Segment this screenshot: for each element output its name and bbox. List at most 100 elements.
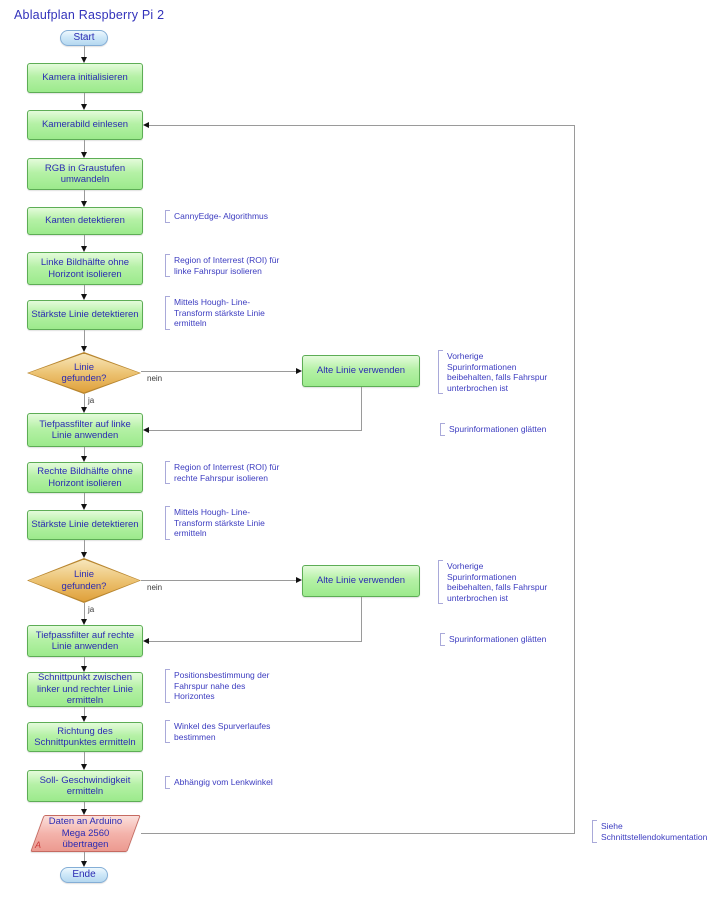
arrowhead-down-icon (81, 294, 87, 300)
annotation-smooth-1-text: Spurinformationen glätten (449, 424, 547, 434)
process-right-half: Rechte Bildhälfte ohne Horizont isoliere… (27, 462, 143, 493)
process-old-line-2-label: Alte Linie verwenden (316, 575, 406, 587)
edge-oldline2-back (149, 641, 362, 642)
annotation-bracket-icon (165, 210, 170, 223)
annotation-bracket-icon (440, 423, 445, 436)
edge-lowpassright-intersection (84, 657, 85, 666)
edge-lefthalf-strongest1 (84, 285, 85, 294)
page-title: Ablaufplan Raspberry Pi 2 (14, 8, 165, 22)
arrowhead-down-icon (81, 57, 87, 63)
annotation-bracket-icon (165, 776, 170, 789)
annotation-speed: Abhängig vom Lenkwinkel (165, 776, 273, 789)
edge-oldline1-down (361, 387, 362, 430)
annotation-bracket-icon (165, 506, 170, 540)
io-arduino-transfer-label: Daten an Arduino Mega 2560 übertragen (48, 816, 123, 851)
process-read-image-label: Kamerabild einlesen (41, 119, 129, 131)
arrowhead-down-icon (81, 504, 87, 510)
decision-line-found-1-label: Linie gefunden? (61, 361, 107, 385)
process-rgb-gray: RGB in Graustufen umwandeln (27, 158, 143, 190)
terminal-start: Start (60, 30, 108, 46)
annotation-hough-1-text: Mittels Hough- Line- Transform stärkste … (174, 297, 265, 328)
terminal-start-label: Start (73, 32, 95, 44)
edge-strongest1-decision1 (84, 330, 85, 346)
annotation-bracket-icon (165, 720, 170, 743)
process-camera-init: Kamera initialisieren (27, 63, 143, 93)
edge-label-ja-2: ja (88, 605, 95, 614)
arrowhead-down-icon (81, 201, 87, 207)
io-arduino-transfer: Daten an Arduino Mega 2560 übertragen A (28, 815, 143, 852)
arrowhead-down-icon (81, 666, 87, 672)
process-old-line-1: Alte Linie verwenden (302, 355, 420, 387)
process-edge-detect-label: Kanten detektieren (45, 215, 125, 227)
edge-read-rgb (84, 140, 85, 152)
annotation-keep-old-1: Vorherige Spurinformationen beibehalten,… (438, 350, 547, 394)
arrowhead-down-icon (81, 407, 87, 413)
process-edge-detect: Kanten detektieren (27, 207, 143, 235)
edge-loop-top (149, 125, 575, 126)
annotation-bracket-icon (440, 633, 445, 646)
process-old-line-2: Alte Linie verwenden (302, 565, 420, 597)
process-lowpass-left: Tiefpassfilter auf linke Linie anwenden (27, 413, 143, 447)
edge-speed-arduino (84, 802, 85, 809)
process-old-line-1-label: Alte Linie verwenden (316, 365, 406, 377)
arrowhead-down-icon (81, 809, 87, 815)
edge-arduino-end (84, 852, 85, 861)
annotation-roi-right-text: Region of Interrest (ROI) für rechte Fah… (174, 462, 280, 483)
process-camera-init-label: Kamera initialisieren (42, 72, 128, 84)
io-arduino-marker: A (35, 840, 42, 850)
arrowhead-down-icon (81, 619, 87, 625)
process-direction: Richtung des Schnittpunktes ermitteln (27, 722, 143, 752)
edge-label-ja-1: ja (88, 396, 95, 405)
edge-intersection-direction (84, 707, 85, 716)
annotation-bracket-icon (438, 560, 443, 604)
terminal-end-label: Ende (72, 869, 96, 881)
annotation-angle: Winkel des Spurverlaufes bestimmen (165, 720, 270, 743)
annotation-bracket-icon (165, 254, 170, 277)
annotation-speed-text: Abhängig vom Lenkwinkel (174, 777, 273, 787)
edge-rgb-edgedetect (84, 190, 85, 201)
arrowhead-right-icon (296, 368, 302, 374)
edge-nein-2 (141, 580, 296, 581)
annotation-bracket-icon (165, 461, 170, 484)
arrowhead-left-icon (143, 638, 149, 644)
annotation-keep-old-2-text: Vorherige Spurinformationen beibehalten,… (447, 561, 548, 603)
process-lowpass-right: Tiefpassfilter auf rechte Linie anwenden (27, 625, 143, 657)
arrowhead-down-icon (81, 861, 87, 867)
annotation-keep-old-2: Vorherige Spurinformationen beibehalten,… (438, 560, 547, 604)
edge-decision2-lowpassright (84, 603, 85, 619)
process-target-speed-label: Soll- Geschwindigkeit ermitteln (39, 774, 131, 798)
edge-direction-speed (84, 752, 85, 764)
annotation-canny: CannyEdge- Algorithmus (165, 210, 268, 223)
arrowhead-left-icon (143, 427, 149, 433)
annotation-bracket-icon (165, 296, 170, 330)
decision-line-found-2-label: Linie gefunden? (61, 569, 107, 592)
arrowhead-right-icon (296, 577, 302, 583)
annotation-roi-right: Region of Interrest (ROI) für rechte Fah… (165, 461, 279, 484)
annotation-interface: Siehe Schnittstellendokumentation (592, 820, 707, 843)
annotation-position-text: Positionsbestimmung der Fahrspur nahe de… (174, 670, 270, 701)
process-intersection-label: Schnittpunkt zwischen linker und rechter… (36, 672, 134, 707)
process-strongest-line-2: Stärkste Linie detektieren (27, 510, 143, 540)
annotation-bracket-icon (165, 669, 170, 703)
annotation-hough-1: Mittels Hough- Line- Transform stärkste … (165, 296, 265, 330)
decision-line-found-2: Linie gefunden? (27, 558, 141, 603)
annotation-smooth-2-text: Spurinformationen glätten (449, 634, 547, 644)
edge-oldline2-down (361, 597, 362, 641)
annotation-position: Positionsbestimmung der Fahrspur nahe de… (165, 669, 269, 703)
process-lowpass-right-label: Tiefpassfilter auf rechte Linie anwenden (35, 629, 135, 653)
process-right-half-label: Rechte Bildhälfte ohne Horizont isoliere… (37, 466, 133, 489)
annotation-canny-text: CannyEdge- Algorithmus (174, 211, 269, 221)
process-lowpass-left-label: Tiefpassfilter auf linke Linie anwenden (39, 418, 131, 442)
process-left-half-label: Linke Bildhälfte ohne Horizont isolieren (40, 257, 130, 280)
arrowhead-down-icon (81, 152, 87, 158)
edge-righthalf-strongest2 (84, 493, 85, 504)
arrowhead-down-icon (81, 104, 87, 110)
arrowhead-down-icon (81, 246, 87, 252)
edge-label-nein-2: nein (147, 583, 163, 592)
edge-nein-1 (141, 371, 296, 372)
edge-camera-read (84, 93, 85, 104)
annotation-smooth-1: Spurinformationen glätten (440, 423, 546, 436)
edge-loop-bottom (141, 833, 575, 834)
decision-line-found-1: Linie gefunden? (27, 352, 141, 394)
